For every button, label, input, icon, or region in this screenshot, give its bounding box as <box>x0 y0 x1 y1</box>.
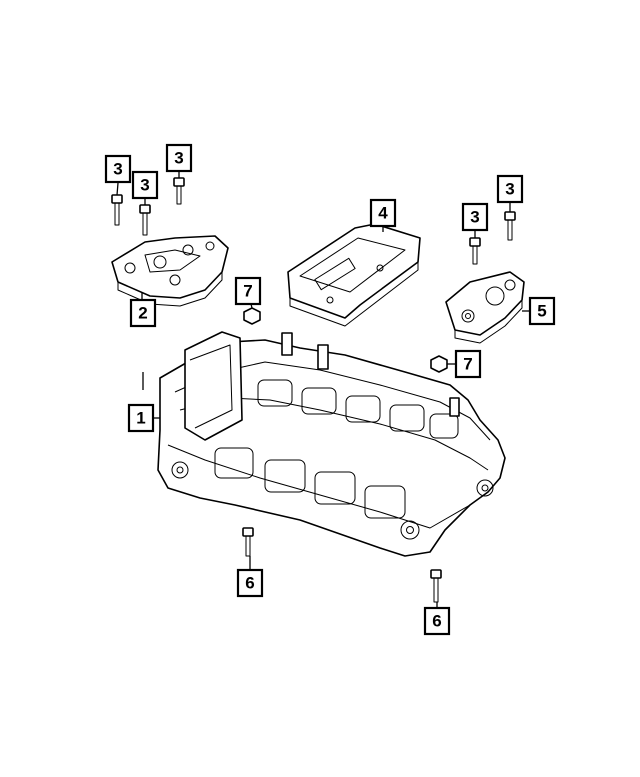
svg-text:6: 6 <box>432 612 441 631</box>
callout-6: 6 <box>423 606 451 636</box>
callout-3: 3 <box>496 174 524 204</box>
stud-part <box>242 527 254 557</box>
right-mount-plate-part <box>445 271 525 344</box>
svg-text:4: 4 <box>378 204 388 223</box>
bolt-part <box>504 211 516 241</box>
svg-text:7: 7 <box>463 355 472 374</box>
callout-3: 3 <box>104 154 132 184</box>
callout-3: 3 <box>131 170 159 200</box>
main-housing-part <box>157 331 506 557</box>
bolt-part <box>111 194 123 226</box>
callout-7: 7 <box>454 349 482 379</box>
nut-part <box>243 307 261 325</box>
svg-text:3: 3 <box>505 180 514 199</box>
callout-2: 2 <box>129 298 157 328</box>
svg-text:3: 3 <box>174 149 183 168</box>
callout-6: 6 <box>236 568 264 598</box>
callout-3: 3 <box>461 202 489 232</box>
bolt-part <box>469 237 481 265</box>
callout-4: 4 <box>369 198 397 228</box>
svg-text:7: 7 <box>243 282 252 301</box>
callout-7: 7 <box>234 276 262 306</box>
svg-text:3: 3 <box>140 176 149 195</box>
svg-text:6: 6 <box>245 574 254 593</box>
stud-part <box>430 569 442 603</box>
bolt-part <box>139 204 151 236</box>
svg-text:3: 3 <box>113 160 122 179</box>
svg-text:2: 2 <box>138 304 147 323</box>
svg-text:5: 5 <box>537 302 546 321</box>
bolt-part <box>173 177 185 205</box>
callout-1: 1 <box>127 403 155 433</box>
callout-3: 3 <box>165 143 193 173</box>
left-mount-plate-part <box>111 235 229 307</box>
svg-text:1: 1 <box>136 409 145 428</box>
svg-text:3: 3 <box>470 208 479 227</box>
callout-5: 5 <box>528 296 556 326</box>
tray-part <box>287 223 421 327</box>
nut-part <box>430 355 448 373</box>
